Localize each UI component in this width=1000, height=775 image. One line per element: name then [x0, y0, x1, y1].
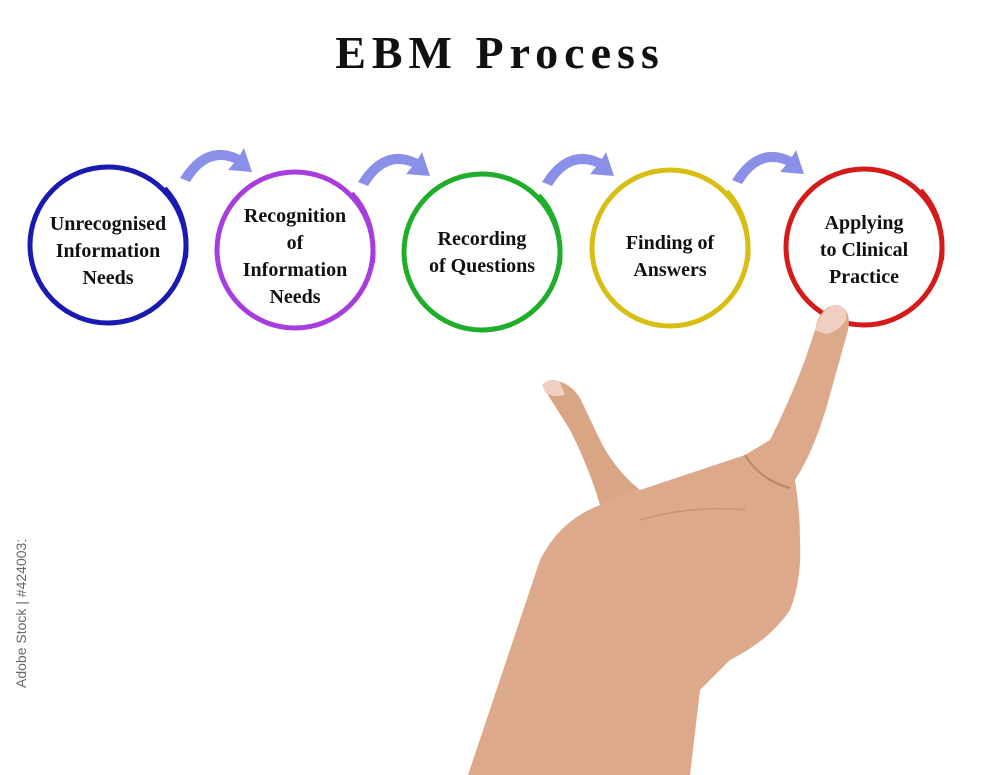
step-1-line-2: Information	[55, 240, 161, 262]
step-4-line-1: Finding of	[625, 232, 715, 254]
step-label-2: Recognition of Information Needs	[215, 203, 375, 311]
step-2-line-1: Recognition	[243, 205, 347, 227]
svg-text:Adobe Stock | #424003149: Adobe Stock | #424003149	[13, 540, 29, 688]
step-2-line-2: of	[286, 232, 304, 254]
step-5-line-1: Applying	[824, 212, 904, 234]
step-label-5: Applying to Clinical Practice	[784, 210, 944, 291]
pointing-hand-image	[468, 305, 849, 775]
step-label-1: Unrecognised Information Needs	[28, 211, 188, 292]
step-circle-2	[214, 169, 376, 331]
step-circle-5	[783, 166, 945, 328]
step-5-line-2: to Clinical	[819, 239, 909, 261]
step-circle-4	[589, 167, 751, 329]
step-3-line-1: Recording	[437, 228, 527, 250]
step-label-4: Finding of Answers	[590, 230, 750, 284]
step-circle-1	[27, 164, 189, 326]
step-3-line-2: of Questions	[428, 255, 536, 277]
step-circle-3	[401, 171, 563, 333]
step-1-line-1: Unrecognised	[49, 213, 167, 235]
step-2-line-4: Needs	[269, 286, 321, 308]
arrow-3	[542, 152, 614, 186]
arrow-1	[180, 148, 252, 182]
step-4-line-2: Answers	[633, 259, 707, 281]
step-5-line-3: Practice	[829, 266, 899, 288]
step-label-3: Recording of Questions	[402, 226, 562, 280]
stock-watermark: Adobe Stock | #424003149	[13, 540, 29, 688]
arrow-2	[358, 152, 430, 186]
step-1-line-3: Needs	[82, 267, 134, 289]
arrow-4	[732, 150, 804, 184]
step-2-line-3: Information	[242, 259, 348, 281]
diagram-title: EBM Process	[335, 27, 665, 78]
